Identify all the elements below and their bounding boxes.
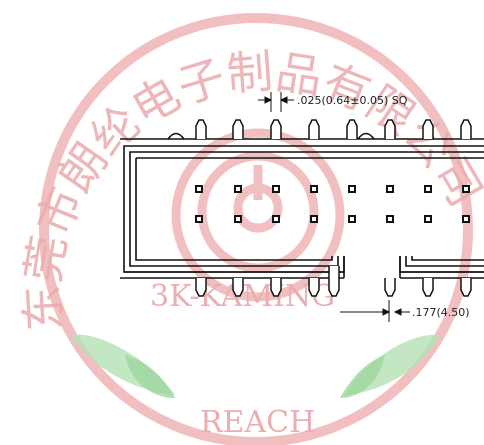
pin — [195, 119, 207, 139]
pin — [384, 278, 396, 297]
pin — [195, 278, 207, 297]
pin — [270, 278, 282, 297]
dimension-pin-size-label: .025(0.64±0.05) SQ — [297, 94, 408, 107]
watermark-logo-outer — [171, 128, 345, 302]
pin — [232, 119, 244, 139]
watermark-logo-inner — [197, 151, 319, 273]
header-body — [120, 132, 484, 279]
pin — [384, 119, 396, 139]
pin — [308, 119, 320, 139]
pin — [308, 278, 320, 297]
dimension-pin-size — [258, 92, 294, 112]
watermark-ring — [39, 13, 473, 445]
watermark-reach: REACH — [200, 405, 315, 440]
pin — [346, 119, 358, 139]
watermark: 东莞市朗纶电子制品有限公司 3K-KAMING REACH — [15, 13, 484, 445]
dimension-lead-length-label: .177(4.50) — [412, 306, 470, 319]
pin — [328, 266, 340, 297]
dimension-lead-length — [340, 300, 410, 322]
top-pins — [195, 119, 472, 139]
bottom-pins — [195, 266, 472, 297]
pin — [422, 119, 434, 139]
pin — [422, 278, 434, 297]
pin — [232, 278, 244, 297]
pin — [460, 278, 472, 297]
pin — [460, 119, 472, 139]
pin — [270, 119, 282, 139]
